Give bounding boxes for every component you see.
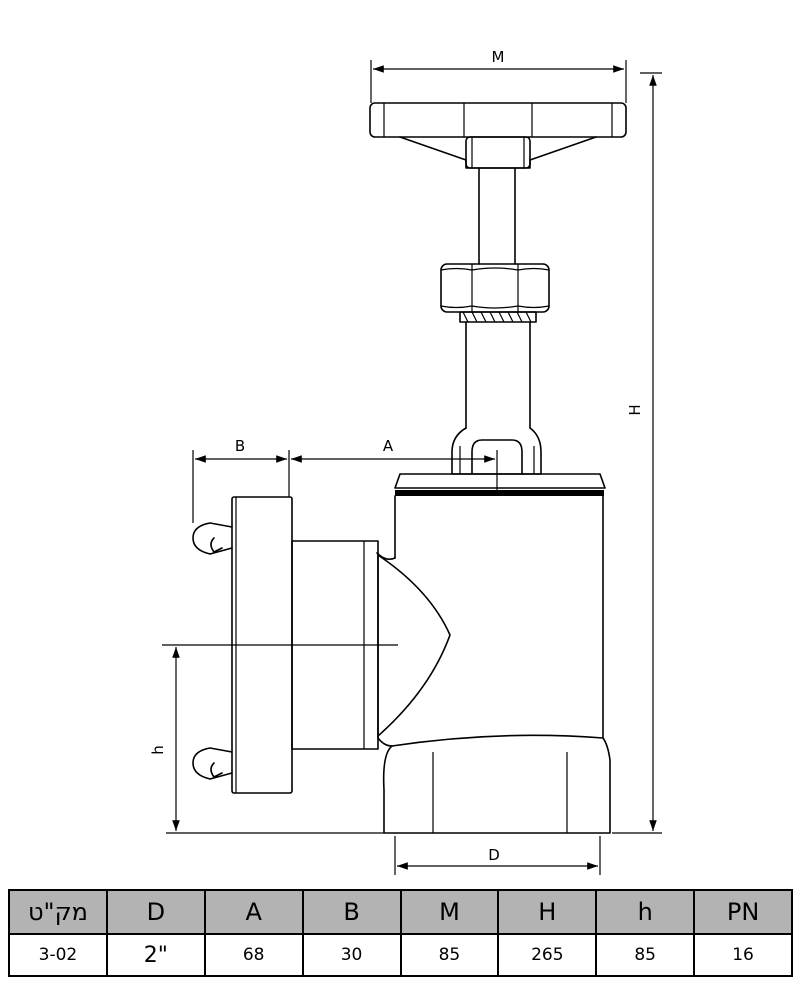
dimension-label-h-upper: H [626,404,644,415]
valve-technical-drawing: M H B A h D [149,48,662,875]
cell-b: 30 [301,933,402,977]
cell-h: 265 [497,933,598,977]
dimension-label-a: A [383,437,394,455]
header-catalog-number: מק"ט [8,889,108,935]
dimension-d: D [394,836,601,875]
dimension-h-lower: h [149,647,384,834]
dimension-a: A [288,437,498,497]
specification-table: מק"ט D A B M H h PN 3-02 2" 68 30 85 265… [8,889,793,977]
dimension-label-b: B [235,437,245,455]
header-m: M [399,889,500,935]
dimension-label-d: D [488,846,500,864]
handwheel [369,102,627,169]
dimension-m: M [370,48,627,103]
bonnet [394,311,606,489]
header-pn: PN [693,889,793,935]
dimension-label-h-lower: h [149,745,167,755]
table-header-row: מק"ט D A B M H h PN [8,889,793,935]
gland-nut [440,263,550,313]
dimension-h: H [612,72,662,834]
outlet-coupling [162,496,398,794]
header-h: H [497,889,598,935]
header-b: B [301,889,402,935]
header-h-lower: h [595,889,696,935]
cell-h-lower: 85 [595,933,696,977]
dimension-label-m: M [492,48,505,66]
dimension-b: B [192,437,287,523]
valve-body [376,490,611,834]
header-d: D [105,889,206,935]
cell-a: 68 [203,933,304,977]
table-row: 3-02 2" 68 30 85 265 85 16 [8,933,793,977]
cell-m: 85 [399,933,500,977]
cell-pn: 16 [693,933,793,977]
spindle [478,167,516,265]
header-a: A [203,889,304,935]
cell-catalog-number: 3-02 [8,933,108,977]
cell-d: 2" [105,933,206,977]
